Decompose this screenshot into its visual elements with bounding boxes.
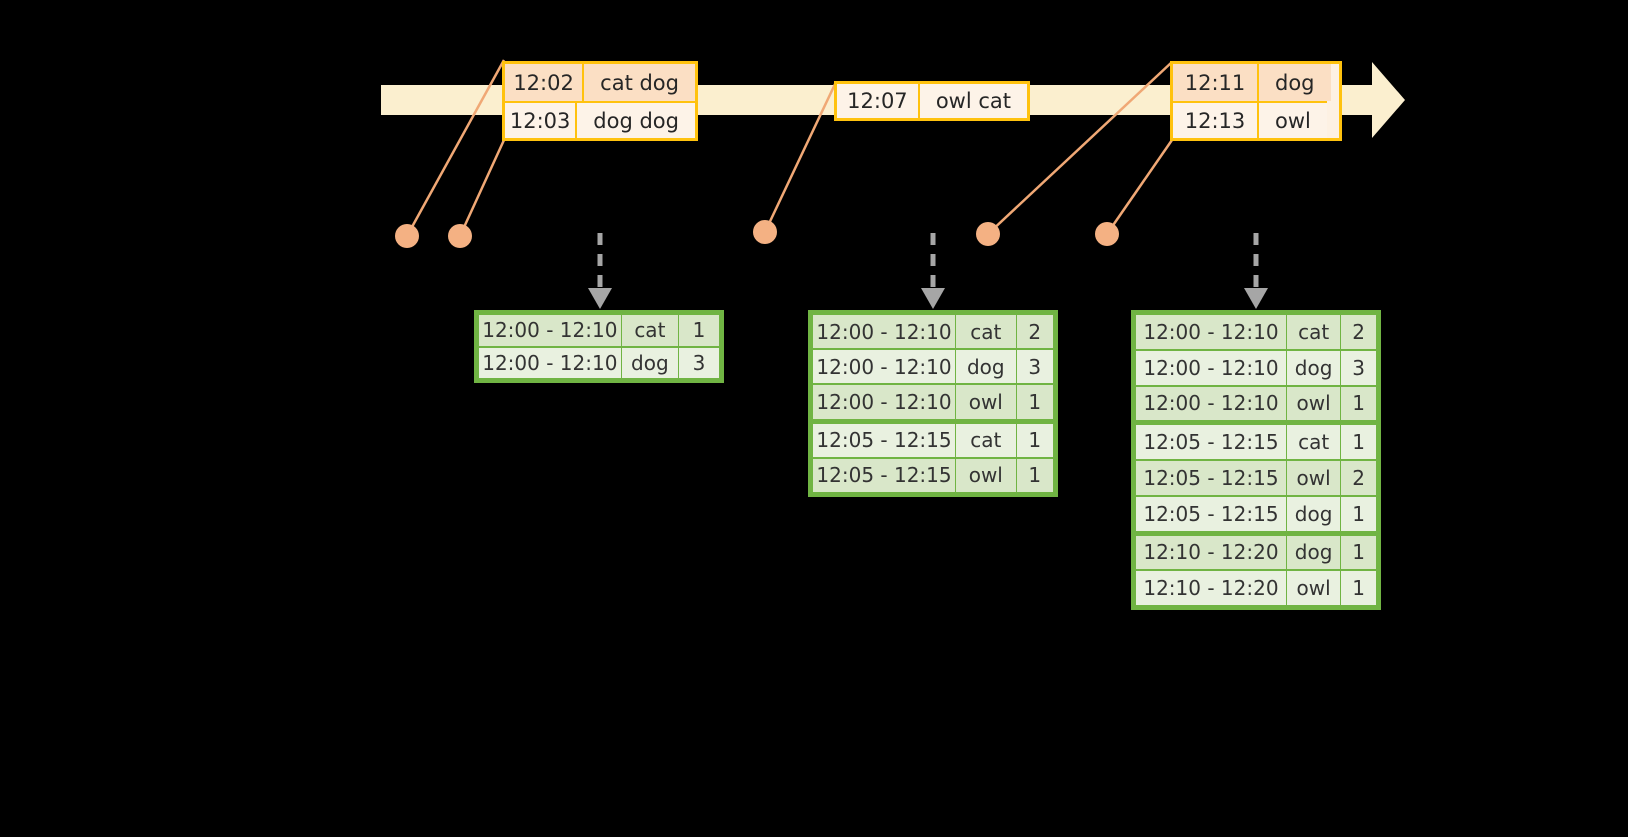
cell-count: 1 <box>1341 386 1376 421</box>
event-time: 12:02 <box>505 64 583 101</box>
table-row: 12:05 - 12:15 dog 1 <box>1135 496 1377 535</box>
cell-window: 12:00 - 12:10 <box>813 385 956 419</box>
cell-count: 1 <box>1341 496 1376 531</box>
table-row: 12:00 - 12:10 cat 1 <box>478 314 720 347</box>
result-table-3: 12:00 - 12:10 cat 2 12:00 - 12:10 dog 3 … <box>1131 310 1381 610</box>
event-row: 12:03 dog dog <box>505 101 695 138</box>
table-row: 12:05 - 12:15 owl 2 <box>1135 460 1377 496</box>
marker-dot-2 <box>448 224 472 248</box>
cell-count: 3 <box>1341 350 1376 385</box>
table-row: 12:00 - 12:10 owl 1 <box>812 384 1054 423</box>
event-box-3[interactable]: 12:11 dog 12:13 owl <box>1170 61 1342 141</box>
cell-word: cat <box>1286 315 1341 349</box>
cell-word: cat <box>956 423 1016 457</box>
cell-count: 2 <box>1341 315 1376 349</box>
table-arrows <box>597 233 1259 288</box>
event-time: 12:03 <box>505 101 576 138</box>
table-row: 12:00 - 12:10 dog 3 <box>478 347 720 380</box>
cell-count: 1 <box>1341 571 1376 605</box>
table-row: 12:00 - 12:10 cat 2 <box>1135 314 1377 350</box>
table-arrowheads <box>588 288 1268 309</box>
cell-word: owl <box>956 458 1016 493</box>
cell-word: cat <box>956 315 1016 349</box>
cell-window: 12:00 - 12:10 <box>479 315 621 346</box>
event-row: 12:02 cat dog <box>505 64 695 101</box>
cell-window: 12:05 - 12:15 <box>1136 425 1286 459</box>
cell-window: 12:05 - 12:15 <box>813 423 956 457</box>
cell-count: 1 <box>1016 458 1053 493</box>
cell-window: 12:00 - 12:10 <box>1136 315 1286 349</box>
cell-word: dog <box>956 350 1016 384</box>
event-box-1[interactable]: 12:02 cat dog 12:03 dog dog <box>502 61 698 141</box>
cell-word: owl <box>1286 461 1341 495</box>
cell-window: 12:00 - 12:10 <box>813 315 956 349</box>
event-time: 12:13 <box>1173 101 1257 138</box>
cell-window: 12:05 - 12:15 <box>813 458 956 493</box>
cell-word: owl <box>1286 571 1341 605</box>
cell-word: owl <box>956 385 1016 419</box>
cell-word: dog <box>1286 350 1341 385</box>
event-row: 12:13 owl <box>1173 101 1339 138</box>
cell-window: 12:00 - 12:10 <box>813 350 956 384</box>
event-box-2[interactable]: 12:07 owl cat <box>834 81 1030 121</box>
cell-count: 1 <box>1016 385 1053 419</box>
marker-dot-4 <box>976 222 1000 246</box>
cell-count: 1 <box>1016 423 1053 457</box>
cell-word: dog <box>621 347 679 378</box>
cell-word: dog <box>1286 496 1341 531</box>
table-row: 12:10 - 12:20 owl 1 <box>1135 570 1377 606</box>
cell-word: cat <box>621 315 679 346</box>
table-row: 12:00 - 12:10 dog 3 <box>812 349 1054 384</box>
cell-count: 1 <box>1341 535 1376 570</box>
event-words: owl cat <box>917 84 1027 118</box>
event-row: 12:07 owl cat <box>837 84 1027 118</box>
result-table-1: 12:00 - 12:10 cat 1 12:00 - 12:10 dog 3 <box>474 310 724 383</box>
table-row: 12:05 - 12:15 owl 1 <box>812 458 1054 493</box>
table-row: 12:05 - 12:15 cat 1 <box>1135 424 1377 460</box>
cell-count: 1 <box>1341 425 1376 459</box>
cell-word: cat <box>1286 425 1341 459</box>
event-time: 12:07 <box>837 84 918 118</box>
marker-dot-1 <box>395 224 419 248</box>
cell-count: 2 <box>1016 315 1053 349</box>
result-table-2: 12:00 - 12:10 cat 2 12:00 - 12:10 dog 3 … <box>808 310 1058 497</box>
marker-dot-5 <box>1095 222 1119 246</box>
cell-window: 12:10 - 12:20 <box>1136 571 1286 605</box>
table-row: 12:00 - 12:10 dog 3 <box>1135 350 1377 386</box>
cell-word: owl <box>1286 386 1341 421</box>
cell-window: 12:05 - 12:15 <box>1136 461 1286 495</box>
event-row: 12:11 dog <box>1173 64 1339 101</box>
cell-window: 12:00 - 12:10 <box>479 347 621 378</box>
event-words: owl <box>1257 101 1327 138</box>
event-time: 12:11 <box>1173 64 1257 101</box>
event-words: dog <box>1257 64 1331 101</box>
event-words: cat dog <box>582 64 695 101</box>
cell-word: dog <box>1286 535 1341 570</box>
cell-count: 2 <box>1341 461 1376 495</box>
cell-window: 12:10 - 12:20 <box>1136 535 1286 570</box>
marker-dot-3 <box>753 220 777 244</box>
cell-window: 12:00 - 12:10 <box>1136 350 1286 385</box>
cell-count: 3 <box>1016 350 1053 384</box>
table-row: 12:00 - 12:10 owl 1 <box>1135 386 1377 425</box>
table-row: 12:05 - 12:15 cat 1 <box>812 423 1054 458</box>
event-dots <box>395 220 1119 248</box>
table-row: 12:00 - 12:10 cat 2 <box>812 314 1054 349</box>
cell-window: 12:00 - 12:10 <box>1136 386 1286 421</box>
cell-count: 1 <box>679 315 719 346</box>
table-row: 12:10 - 12:20 dog 1 <box>1135 535 1377 571</box>
cell-window: 12:05 - 12:15 <box>1136 496 1286 531</box>
cell-count: 3 <box>679 347 719 378</box>
event-words: dog dog <box>575 101 695 138</box>
